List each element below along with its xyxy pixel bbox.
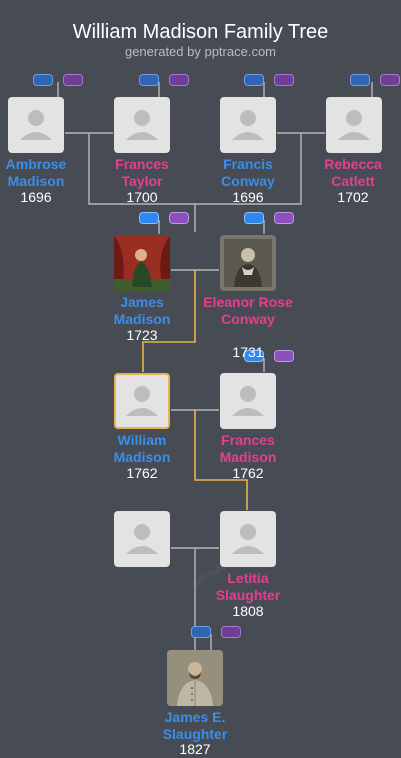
eleanor-father-tag[interactable] xyxy=(244,212,264,224)
unknown-spouse-avatar[interactable] xyxy=(114,511,170,567)
james-portrait[interactable] xyxy=(114,235,170,291)
james-e-mother-tag[interactable] xyxy=(221,626,241,638)
francis-conway-father-tag[interactable] xyxy=(244,74,264,86)
connector-ambrose-drop xyxy=(88,133,196,232)
letitia-name[interactable]: Letitia Slaughter xyxy=(215,570,281,603)
eleanor-mother-tag[interactable] xyxy=(274,212,294,224)
portrait-photo-icon xyxy=(167,650,223,706)
frances-madison-year: 1762 xyxy=(232,465,264,481)
person-silhouette-icon xyxy=(232,386,264,416)
james-e-year: 1827 xyxy=(179,741,211,757)
frances-taylor-name[interactable]: Frances Taylor xyxy=(115,156,169,189)
eleanor-year: 1731 xyxy=(232,344,264,360)
rebecca-year: 1702 xyxy=(337,189,369,205)
william-name[interactable]: William Madison xyxy=(113,432,171,465)
person-silhouette-icon xyxy=(232,524,264,554)
james-mother-tag[interactable] xyxy=(169,212,189,224)
rebecca-father-tag[interactable] xyxy=(350,74,370,86)
portrait-photo-icon xyxy=(220,235,276,291)
ambrose-year: 1696 xyxy=(20,189,52,205)
frances-taylor-mother-tag[interactable] xyxy=(169,74,189,86)
frances-taylor-father-tag[interactable] xyxy=(139,74,159,86)
connector-conway-drop xyxy=(195,133,302,205)
person-silhouette-icon xyxy=(126,110,158,140)
james-father-tag[interactable] xyxy=(139,212,159,224)
frances-taylor-avatar[interactable] xyxy=(114,97,170,153)
person-silhouette-icon xyxy=(338,110,370,140)
letitia-year: 1808 xyxy=(232,603,264,619)
frances-madison-mother-tag[interactable] xyxy=(274,350,294,362)
letitia-avatar[interactable] xyxy=(220,511,276,567)
ambrose-avatar[interactable] xyxy=(8,97,64,153)
william-avatar[interactable] xyxy=(114,373,170,429)
person-silhouette-icon xyxy=(20,110,52,140)
francis-conway-year: 1696 xyxy=(232,189,264,205)
page-title: William Madison Family Tree xyxy=(72,21,329,43)
james-name[interactable]: James Madison xyxy=(113,294,171,327)
lineage-james-to-william xyxy=(142,270,196,372)
james-e-father-tag[interactable] xyxy=(191,626,211,638)
francis-conway-name[interactable]: Francis Conway xyxy=(221,156,275,189)
frances-madison-avatar[interactable] xyxy=(220,373,276,429)
person-silhouette-icon xyxy=(126,524,158,554)
ambrose-name[interactable]: Ambrose Madison xyxy=(5,156,67,189)
frances-taylor-year: 1700 xyxy=(126,189,158,205)
lineage-william-to-letitia xyxy=(194,410,248,510)
frances-madison-father-tag[interactable] xyxy=(244,350,264,362)
person-silhouette-icon xyxy=(126,386,158,416)
person-silhouette-icon xyxy=(232,110,264,140)
william-year: 1762 xyxy=(126,465,158,481)
james-e-name[interactable]: James E. Slaughter xyxy=(162,709,228,742)
eleanor-portrait[interactable] xyxy=(220,235,276,291)
rebecca-mother-tag[interactable] xyxy=(380,74,400,86)
eleanor-name[interactable]: Eleanor Rose Conway xyxy=(203,294,293,327)
rebecca-avatar[interactable] xyxy=(326,97,382,153)
rebecca-name[interactable]: Rebecca Catlett xyxy=(324,156,382,189)
francis-conway-mother-tag[interactable] xyxy=(274,74,294,86)
portrait-photo-icon xyxy=(114,235,170,291)
francis-conway-avatar[interactable] xyxy=(220,97,276,153)
frances-madison-name[interactable]: Frances Madison xyxy=(219,432,277,465)
james-year: 1723 xyxy=(126,327,158,343)
ambrose-mother-tag[interactable] xyxy=(63,74,83,86)
ambrose-father-tag[interactable] xyxy=(33,74,53,86)
page-subtitle: generated by pptrace.com xyxy=(124,44,277,59)
james-e-portrait[interactable] xyxy=(167,650,223,706)
